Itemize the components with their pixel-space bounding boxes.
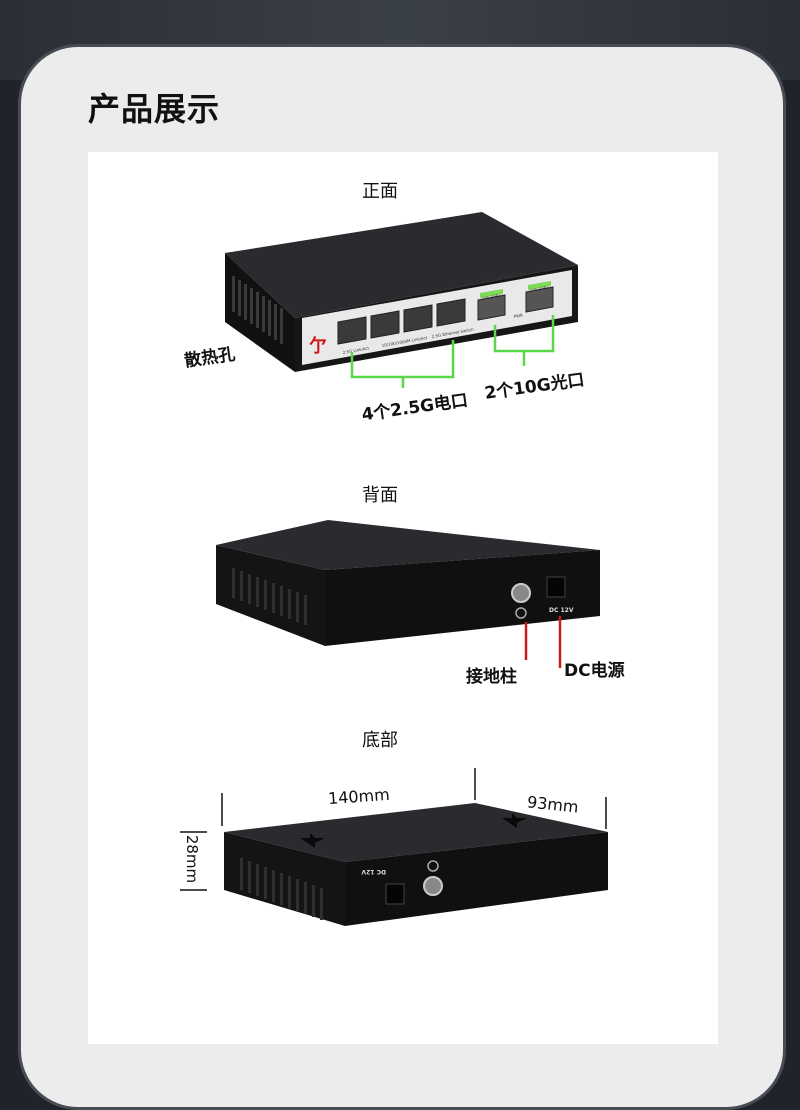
back-vents — [232, 568, 307, 625]
front-brackets — [350, 315, 555, 388]
ground-post-icon — [511, 583, 531, 603]
brand-logo-icon: 亇 — [309, 335, 327, 357]
bottom-dc-text: DC 12V — [361, 868, 386, 875]
bottom-vents — [240, 858, 323, 920]
bottom-ground-post-icon — [423, 876, 443, 896]
back-dc-text: DC 12V — [549, 607, 574, 614]
dc-jack-icon — [546, 576, 566, 598]
bottom-dc-jack-icon — [385, 883, 405, 905]
front-device: 亇 SKS1200-4GPY2XF 2.5G Link/Act 10/100/1… — [225, 212, 578, 372]
rj45-ports — [337, 298, 466, 345]
side-vents — [232, 276, 283, 344]
callout-ground: 接地柱 — [466, 667, 517, 687]
device-illustrations: 亇 SKS1200-4GPY2XF 2.5G Link/Act 10/100/1… — [180, 212, 608, 926]
back-red-lines — [524, 616, 562, 668]
led-legend-1: 2.5G Link/Act — [342, 345, 370, 355]
back-device: DC 12V — [216, 520, 600, 646]
callout-power: DC电源 — [564, 661, 625, 681]
sfp-label-2: 10G SFP+ — [529, 285, 550, 293]
sfp-ports — [477, 281, 554, 321]
dimension-lines — [180, 768, 607, 891]
bottom-device: DC 12V — [224, 803, 608, 926]
page-title: 产品展示 — [88, 90, 221, 128]
back-view-label: 背面 — [362, 485, 398, 506]
bottom-view-label: 底部 — [362, 730, 398, 751]
front-view-label: 正面 — [362, 181, 398, 202]
power-led-label: PWR — [513, 312, 523, 319]
sfp-label-1: 10G SFP+ — [481, 293, 502, 301]
dimension-height: 28mm — [183, 834, 202, 884]
